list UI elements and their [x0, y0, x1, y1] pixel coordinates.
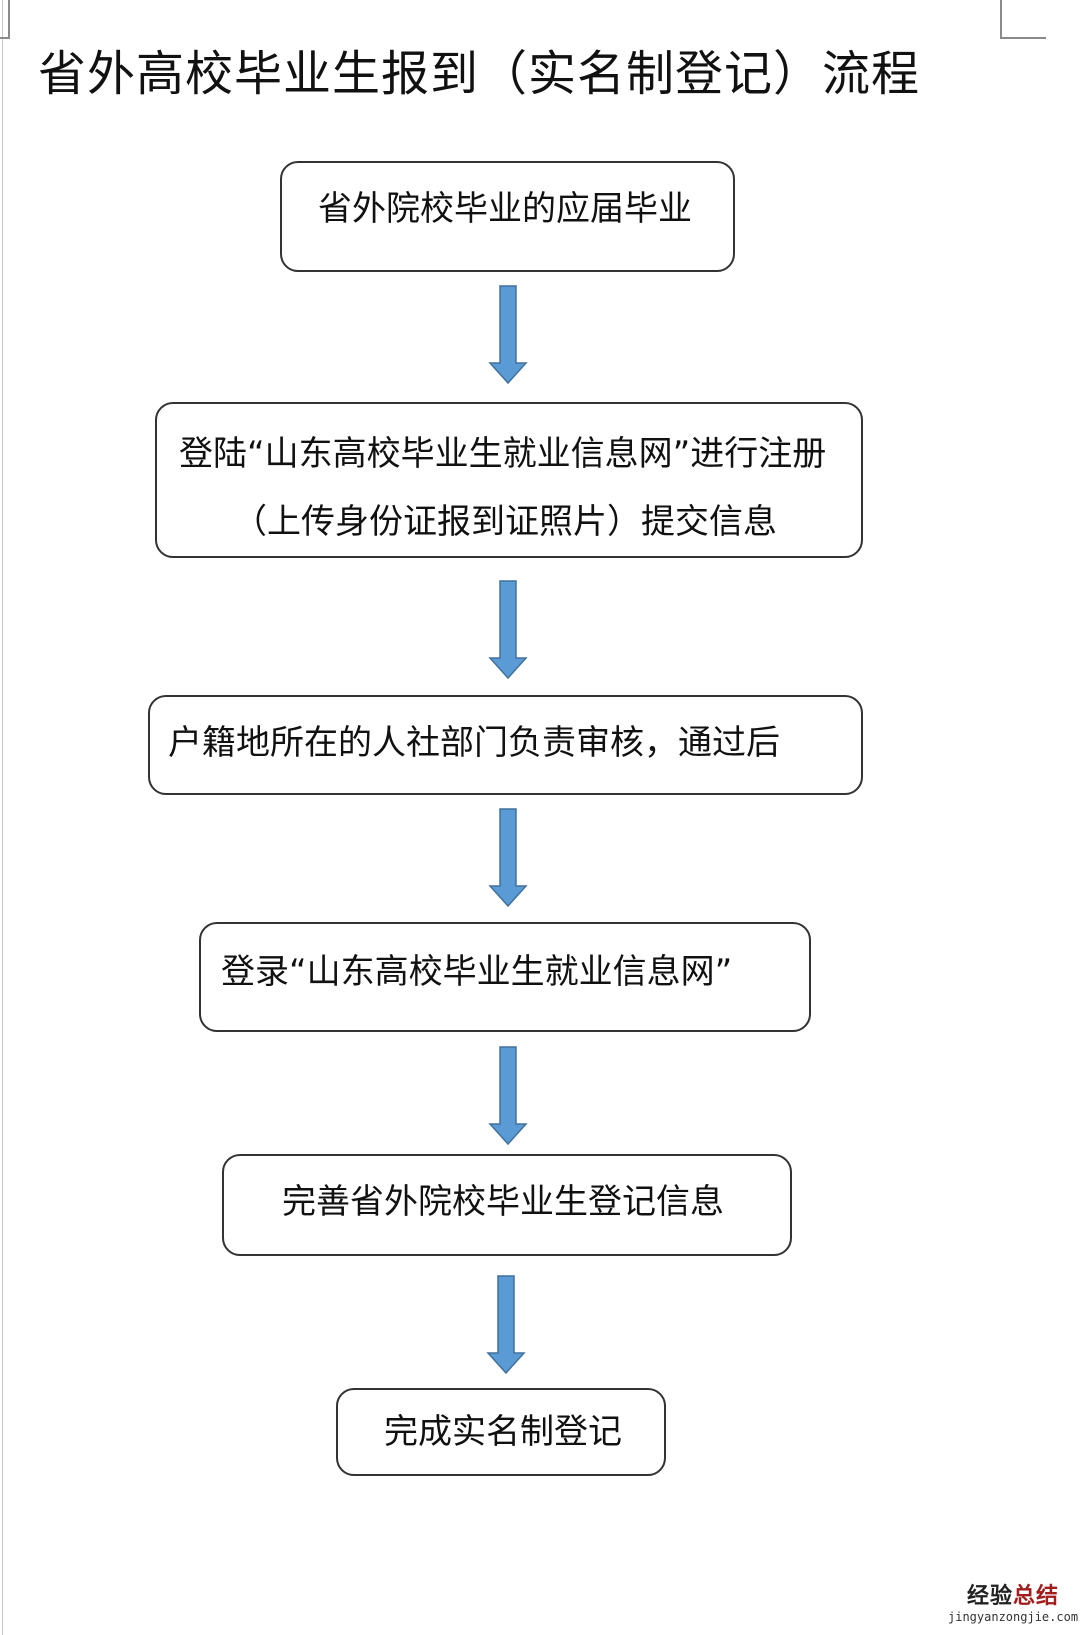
watermark-url: jingyanzongjie.com	[948, 1610, 1079, 1624]
crop-mark-top-right-horizontal	[1000, 37, 1046, 39]
watermark: 经验总结 jingyanzongjie.com	[948, 1585, 1078, 1625]
step-4-text: 登录“山东高校毕业生就业信息网”	[221, 952, 733, 992]
flow-step-1: 省外院校毕业的应届毕业	[280, 161, 735, 272]
step-2-text-line-1: 登陆“山东高校毕业生就业信息网”进行注册	[179, 434, 827, 474]
flow-step-3: 户籍地所在的人社部门负责审核，通过后	[148, 695, 863, 795]
step-6-text: 完成实名制登记	[384, 1412, 622, 1452]
step-1-text: 省外院校毕业的应届毕业	[318, 189, 692, 229]
step-5-text: 完善省外院校毕业生登记信息	[282, 1182, 724, 1222]
flowchart-title: 省外高校毕业生报到（实名制登记）流程	[38, 46, 921, 102]
page-border	[2, 0, 3, 1635]
watermark-text-dark: 经验	[967, 1584, 1014, 1609]
flow-step-2: 登陆“山东高校毕业生就业信息网”进行注册 （上传身份证报到证照片）提交信息	[155, 402, 863, 558]
watermark-text-red: 总结	[1013, 1584, 1060, 1609]
step-3-text: 户籍地所在的人社部门负责审核，通过后	[168, 723, 780, 763]
flow-step-4: 登录“山东高校毕业生就业信息网”	[199, 922, 811, 1032]
down-arrow-icon	[488, 580, 528, 680]
down-arrow-icon	[486, 1275, 526, 1375]
crop-mark-top-left	[8, 0, 10, 38]
crop-mark-top-left-horizontal	[0, 37, 10, 39]
step-2-text-line-2: （上传身份证报到证照片）提交信息	[233, 502, 777, 542]
flow-step-5: 完善省外院校毕业生登记信息	[222, 1154, 792, 1256]
down-arrow-icon	[488, 285, 528, 385]
down-arrow-icon	[488, 1046, 528, 1146]
flow-step-6: 完成实名制登记	[336, 1388, 666, 1476]
watermark-logo-text: 经验总结	[948, 1585, 1078, 1609]
crop-mark-top-right	[1000, 0, 1002, 38]
down-arrow-icon	[488, 808, 528, 908]
